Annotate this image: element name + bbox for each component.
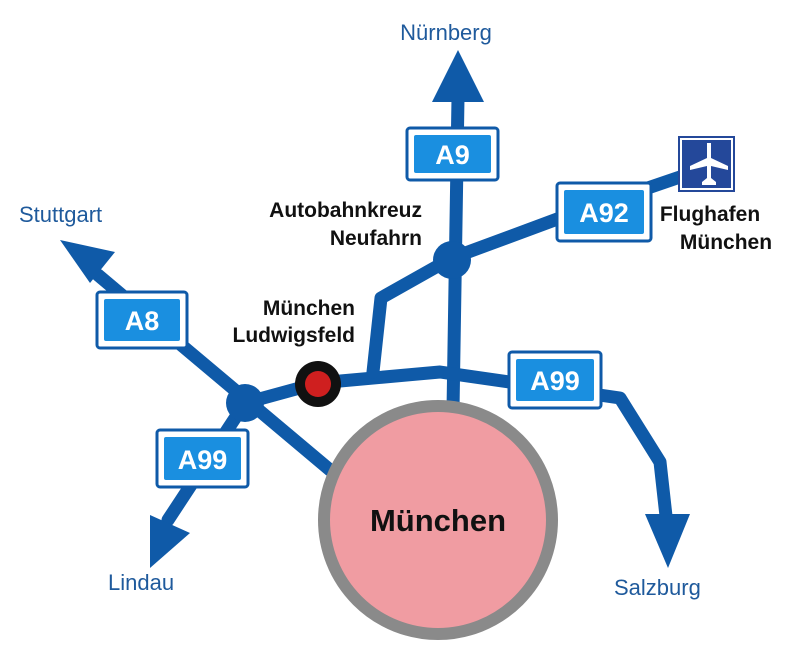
shield-a92: A92 [555,181,653,243]
arrow-southwest-icon [150,515,190,568]
direction-arrows [60,50,690,568]
shield-a99-east-label: A99 [530,366,580,396]
arrow-north-icon [432,50,484,102]
interchange-label-line2: Neufahrn [330,227,422,250]
interchange-neufahrn-node [433,241,471,279]
shield-a99-west-label: A99 [178,445,228,475]
interchange-label-line1: Autobahnkreuz [269,199,422,222]
airport-label-line1: Flughafen [660,203,760,226]
city-munich-circle [318,400,558,640]
shield-a8: A8 [95,290,189,350]
destination-north-label: Nürnberg [400,20,492,45]
road-link-interchange [366,251,459,379]
shield-a99-east: A99 [507,350,603,410]
shield-a9-label: A9 [435,140,470,170]
arrow-northwest-icon [60,240,115,283]
junction-label-line2: Ludwigsfeld [233,324,356,347]
interchange-west-node [226,384,264,422]
airport-sign [678,136,735,192]
shield-a92-label: A92 [579,198,629,228]
city-label: München [370,503,506,538]
destination-southwest-label: Lindau [108,570,174,595]
destination-southeast-label: Salzburg [614,575,701,600]
shield-a99-west: A99 [155,428,250,489]
junction-ludwigsfeld-dot [305,371,331,397]
shield-a8-label: A8 [125,306,160,336]
airplane-icon [690,143,728,185]
shield-a9: A9 [405,126,500,182]
destination-northwest-label: Stuttgart [19,202,102,227]
junction-label-line1: München [263,297,355,320]
airport-label-line2: München [680,231,772,254]
arrow-southeast-icon [645,514,690,568]
